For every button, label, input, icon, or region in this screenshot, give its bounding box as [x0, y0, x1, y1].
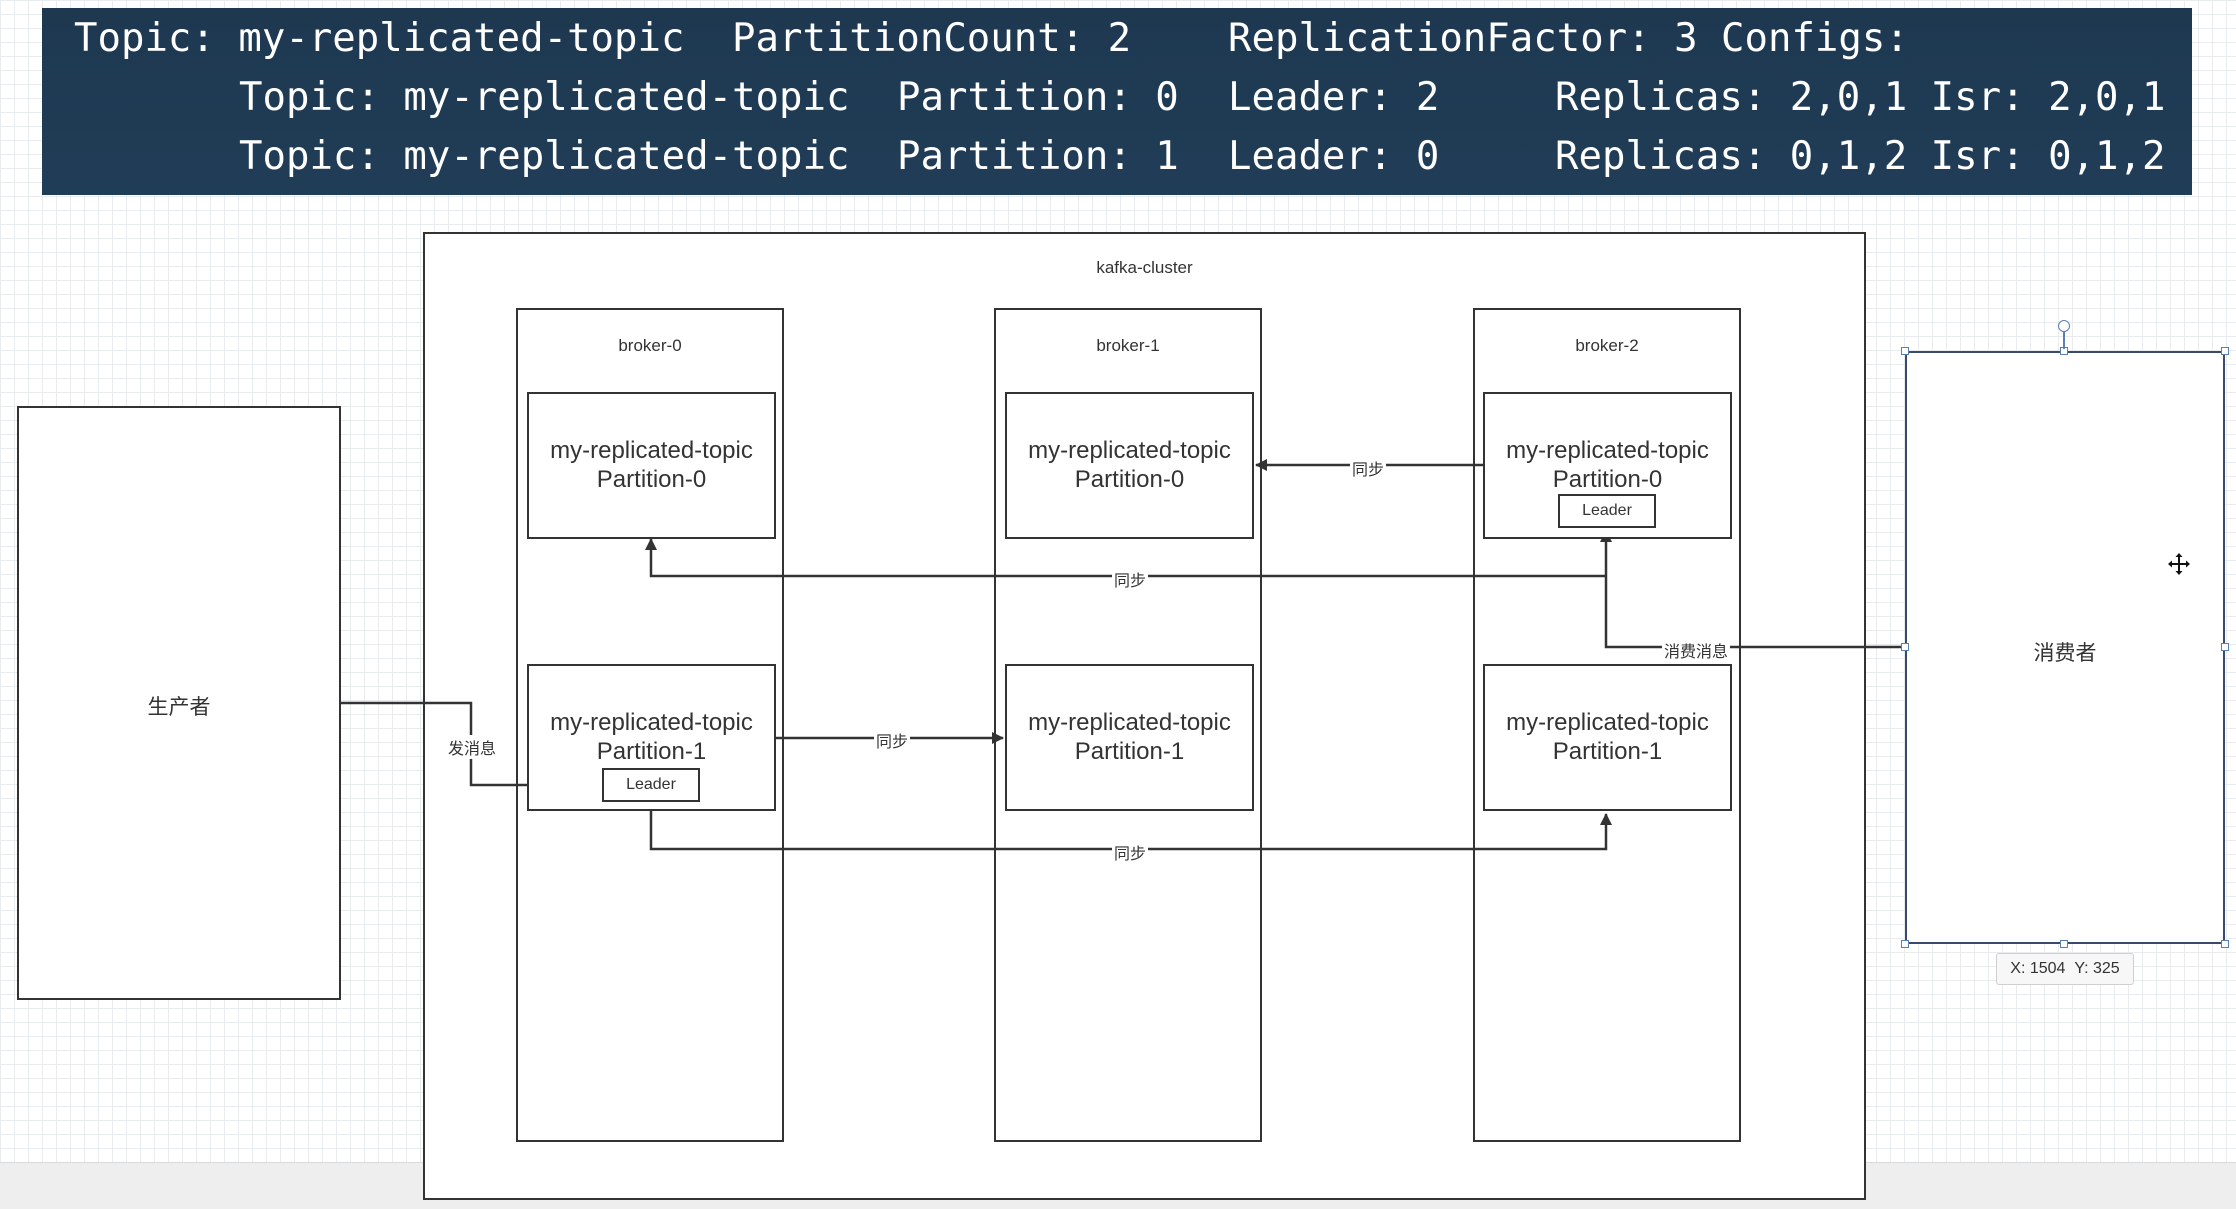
terminal-output: Topic: my-replicated-topic PartitionCoun…	[42, 8, 2192, 195]
terminal-partition-count: PartitionCount: 2	[732, 16, 1132, 61]
broker-0-partition-0[interactable]: my-replicated-topic Partition-0	[527, 392, 776, 539]
resize-handle-e[interactable]	[2221, 643, 2229, 651]
broker-2-partition-1[interactable]: my-replicated-topic Partition-1	[1483, 664, 1732, 811]
coordinate-readout: X: 1504 Y: 325	[1996, 953, 2134, 985]
partition-topic: my-replicated-topic	[1506, 709, 1709, 736]
resize-handle-se[interactable]	[2221, 940, 2229, 948]
coord-x: X: 1504	[2010, 960, 2066, 977]
broker-1-partition-0[interactable]: my-replicated-topic Partition-0	[1005, 392, 1254, 539]
terminal-replication-factor: ReplicationFactor: 3	[1228, 16, 1698, 61]
terminal-leader: Leader: 2	[1228, 75, 1440, 120]
partition-name: Partition-0	[1552, 466, 1663, 493]
edge-label-sync[interactable]: 同步	[1112, 567, 1149, 591]
terminal-line-summary: Topic: my-replicated-topic PartitionCoun…	[42, 8, 2192, 68]
resize-handle-ne[interactable]	[2221, 347, 2229, 355]
coord-y: Y: 325	[2074, 960, 2120, 977]
move-cursor-icon	[2168, 553, 2190, 575]
partition-name: Partition-1	[1074, 738, 1185, 765]
terminal-leader: Leader: 0	[1228, 134, 1440, 179]
terminal-replicas: Replicas: 0,1,2 Isr: 0,1,2	[1555, 134, 2166, 179]
leader-badge-broker-0[interactable]: Leader	[602, 768, 700, 802]
broker-label: broker-0	[618, 336, 682, 355]
broker-label: broker-1	[1096, 336, 1160, 355]
producer-box[interactable]: 生产者	[17, 406, 341, 1000]
partition-topic: my-replicated-topic	[1506, 437, 1709, 464]
terminal-configs: Configs:	[1721, 16, 1909, 61]
broker-0-partition-1[interactable]: my-replicated-topic Partition-1	[527, 664, 776, 811]
broker-label: broker-2	[1575, 336, 1639, 355]
leader-badge-broker-2[interactable]: Leader	[1558, 494, 1656, 528]
resize-handle-w[interactable]	[1901, 643, 1909, 651]
partition-topic: my-replicated-topic	[550, 709, 753, 736]
terminal-line-partition-0: Topic: my-replicated-topic Partition: 0 …	[42, 67, 2192, 127]
terminal-partition: Partition: 0	[897, 75, 1179, 120]
rotate-handle-stem	[2063, 332, 2065, 349]
resize-handle-nw[interactable]	[1901, 347, 1909, 355]
terminal-partition: Partition: 1	[897, 134, 1179, 179]
broker-1-partition-1[interactable]: my-replicated-topic Partition-1	[1005, 664, 1254, 811]
resize-handle-s[interactable]	[2060, 940, 2068, 948]
sync-edge-p0-b0	[645, 538, 1606, 578]
consumer-box[interactable]: 消费者	[1905, 351, 2225, 944]
partition-topic: my-replicated-topic	[1028, 709, 1231, 736]
consume-edge	[1600, 530, 1905, 649]
edge-label-sync[interactable]: 同步	[1350, 456, 1387, 480]
cluster-label: kafka-cluster	[1096, 258, 1193, 277]
consumer-label: 消费者	[2033, 642, 2097, 665]
terminal-topic: Topic: my-replicated-topic	[74, 16, 685, 61]
terminal-topic: Topic: my-replicated-topic	[239, 75, 850, 120]
edge-label-sync[interactable]: 同步	[874, 728, 911, 752]
partition-topic: my-replicated-topic	[550, 437, 753, 464]
edge-label-sync[interactable]: 同步	[1112, 840, 1149, 864]
edge-label-send[interactable]: 发消息	[446, 735, 499, 759]
terminal-replicas: Replicas: 2,0,1 Isr: 2,0,1	[1555, 75, 2166, 120]
partition-name: Partition-0	[596, 466, 707, 493]
resize-handle-sw[interactable]	[1901, 940, 1909, 948]
partition-topic: my-replicated-topic	[1028, 437, 1231, 464]
rotate-handle[interactable]	[2058, 320, 2070, 332]
terminal-topic: Topic: my-replicated-topic	[239, 134, 850, 179]
producer-label: 生产者	[147, 696, 211, 719]
edge-label-consume[interactable]: 消费消息	[1662, 638, 1731, 662]
partition-name: Partition-1	[596, 738, 707, 765]
partition-name: Partition-0	[1074, 466, 1185, 493]
terminal-line-partition-1: Topic: my-replicated-topic Partition: 1 …	[42, 126, 2192, 186]
partition-name: Partition-1	[1552, 738, 1663, 765]
